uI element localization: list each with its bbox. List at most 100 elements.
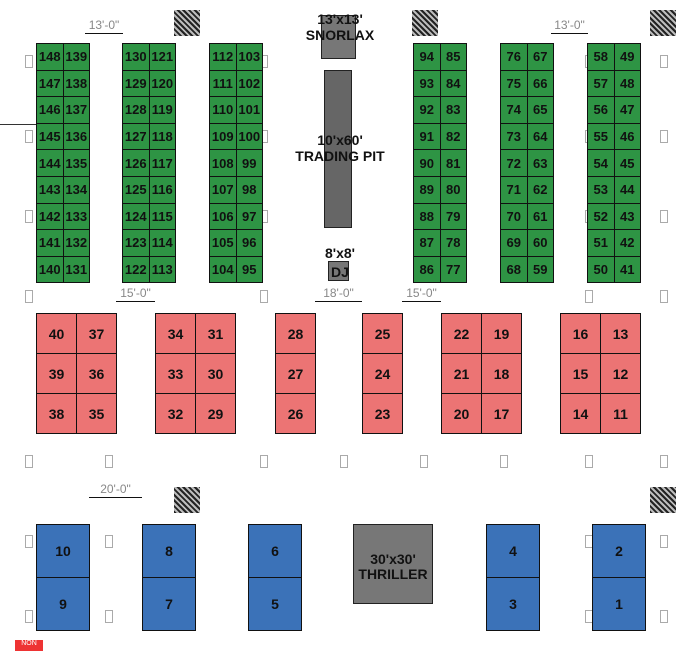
- booth[interactable]: 38: [36, 393, 77, 434]
- booth[interactable]: 59: [526, 255, 554, 284]
- booth[interactable]: 66: [526, 69, 554, 98]
- booth[interactable]: 2: [592, 524, 646, 578]
- booth[interactable]: 43: [613, 202, 641, 231]
- booth[interactable]: 136: [62, 122, 90, 151]
- booth[interactable]: 27: [275, 353, 316, 394]
- booth[interactable]: 13: [600, 313, 641, 354]
- booth[interactable]: 15: [560, 353, 601, 394]
- booth[interactable]: 92: [413, 96, 441, 124]
- booth[interactable]: 48: [613, 69, 641, 98]
- booth[interactable]: 107: [209, 176, 237, 204]
- booth[interactable]: 147: [36, 69, 64, 98]
- booth[interactable]: 18: [481, 353, 522, 394]
- booth[interactable]: 30: [195, 353, 236, 394]
- booth[interactable]: 37: [76, 313, 117, 354]
- booth[interactable]: 129: [122, 69, 150, 98]
- booth[interactable]: 139: [62, 43, 90, 71]
- booth[interactable]: 124: [122, 202, 150, 231]
- booth[interactable]: 46: [613, 122, 641, 151]
- booth[interactable]: 89: [413, 176, 441, 204]
- booth[interactable]: 47: [613, 96, 641, 124]
- booth[interactable]: 101: [235, 96, 263, 124]
- booth[interactable]: 86: [413, 255, 441, 284]
- booth[interactable]: 3: [486, 577, 540, 631]
- booth[interactable]: 5: [248, 577, 302, 631]
- booth[interactable]: 1: [592, 577, 646, 631]
- booth[interactable]: 44: [613, 176, 641, 204]
- booth[interactable]: 98: [235, 176, 263, 204]
- booth[interactable]: 115: [148, 202, 176, 231]
- booth[interactable]: 72: [500, 149, 528, 177]
- booth[interactable]: 90: [413, 149, 441, 177]
- booth[interactable]: 4: [486, 524, 540, 578]
- booth[interactable]: 42: [613, 229, 641, 257]
- booth[interactable]: 78: [439, 229, 467, 257]
- booth[interactable]: 104: [209, 255, 237, 284]
- booth[interactable]: 54: [587, 149, 615, 177]
- booth[interactable]: 108: [209, 149, 237, 177]
- booth[interactable]: 103: [235, 43, 263, 71]
- booth[interactable]: 140: [36, 255, 64, 284]
- booth[interactable]: 100: [235, 122, 263, 151]
- booth[interactable]: 80: [439, 176, 467, 204]
- booth[interactable]: 17: [481, 393, 522, 434]
- booth[interactable]: 53: [587, 176, 615, 204]
- booth[interactable]: 87: [413, 229, 441, 257]
- booth[interactable]: 60: [526, 229, 554, 257]
- booth[interactable]: 61: [526, 202, 554, 231]
- booth[interactable]: 76: [500, 43, 528, 71]
- booth[interactable]: 112: [209, 43, 237, 71]
- booth[interactable]: 26: [275, 393, 316, 434]
- booth[interactable]: 97: [235, 202, 263, 231]
- booth[interactable]: 49: [613, 43, 641, 71]
- booth[interactable]: 113: [148, 255, 176, 284]
- booth[interactable]: 36: [76, 353, 117, 394]
- booth[interactable]: 75: [500, 69, 528, 98]
- booth[interactable]: 126: [122, 149, 150, 177]
- booth[interactable]: 64: [526, 122, 554, 151]
- booth[interactable]: 83: [439, 96, 467, 124]
- booth[interactable]: 142: [36, 202, 64, 231]
- booth[interactable]: 116: [148, 176, 176, 204]
- booth[interactable]: 52: [587, 202, 615, 231]
- booth[interactable]: 51: [587, 229, 615, 257]
- booth[interactable]: 81: [439, 149, 467, 177]
- dj-booth[interactable]: [328, 261, 349, 281]
- booth[interactable]: 11: [600, 393, 641, 434]
- booth[interactable]: 67: [526, 43, 554, 71]
- booth[interactable]: 125: [122, 176, 150, 204]
- booth[interactable]: 120: [148, 69, 176, 98]
- booth[interactable]: 33: [155, 353, 196, 394]
- booth[interactable]: 145: [36, 122, 64, 151]
- booth[interactable]: 123: [122, 229, 150, 257]
- booth[interactable]: 9: [36, 577, 90, 631]
- booth[interactable]: 118: [148, 122, 176, 151]
- booth[interactable]: 73: [500, 122, 528, 151]
- booth[interactable]: 119: [148, 96, 176, 124]
- booth[interactable]: 24: [362, 353, 403, 394]
- booth[interactable]: 141: [36, 229, 64, 257]
- booth[interactable]: 131: [62, 255, 90, 284]
- booth[interactable]: 143: [36, 176, 64, 204]
- booth[interactable]: 105: [209, 229, 237, 257]
- booth[interactable]: 8: [142, 524, 196, 578]
- booth[interactable]: 146: [36, 96, 64, 124]
- booth[interactable]: 77: [439, 255, 467, 284]
- booth[interactable]: 127: [122, 122, 150, 151]
- booth[interactable]: 96: [235, 229, 263, 257]
- booth[interactable]: 7: [142, 577, 196, 631]
- booth[interactable]: 130: [122, 43, 150, 71]
- snorlax-area[interactable]: [321, 15, 356, 59]
- booth[interactable]: 68: [500, 255, 528, 284]
- booth[interactable]: 45: [613, 149, 641, 177]
- booth[interactable]: 91: [413, 122, 441, 151]
- booth[interactable]: 23: [362, 393, 403, 434]
- trading-pit[interactable]: [324, 70, 352, 228]
- booth[interactable]: 19: [481, 313, 522, 354]
- booth[interactable]: 56: [587, 96, 615, 124]
- booth[interactable]: 29: [195, 393, 236, 434]
- booth[interactable]: 40: [36, 313, 77, 354]
- booth[interactable]: 21: [441, 353, 482, 394]
- booth[interactable]: 85: [439, 43, 467, 71]
- booth[interactable]: 70: [500, 202, 528, 231]
